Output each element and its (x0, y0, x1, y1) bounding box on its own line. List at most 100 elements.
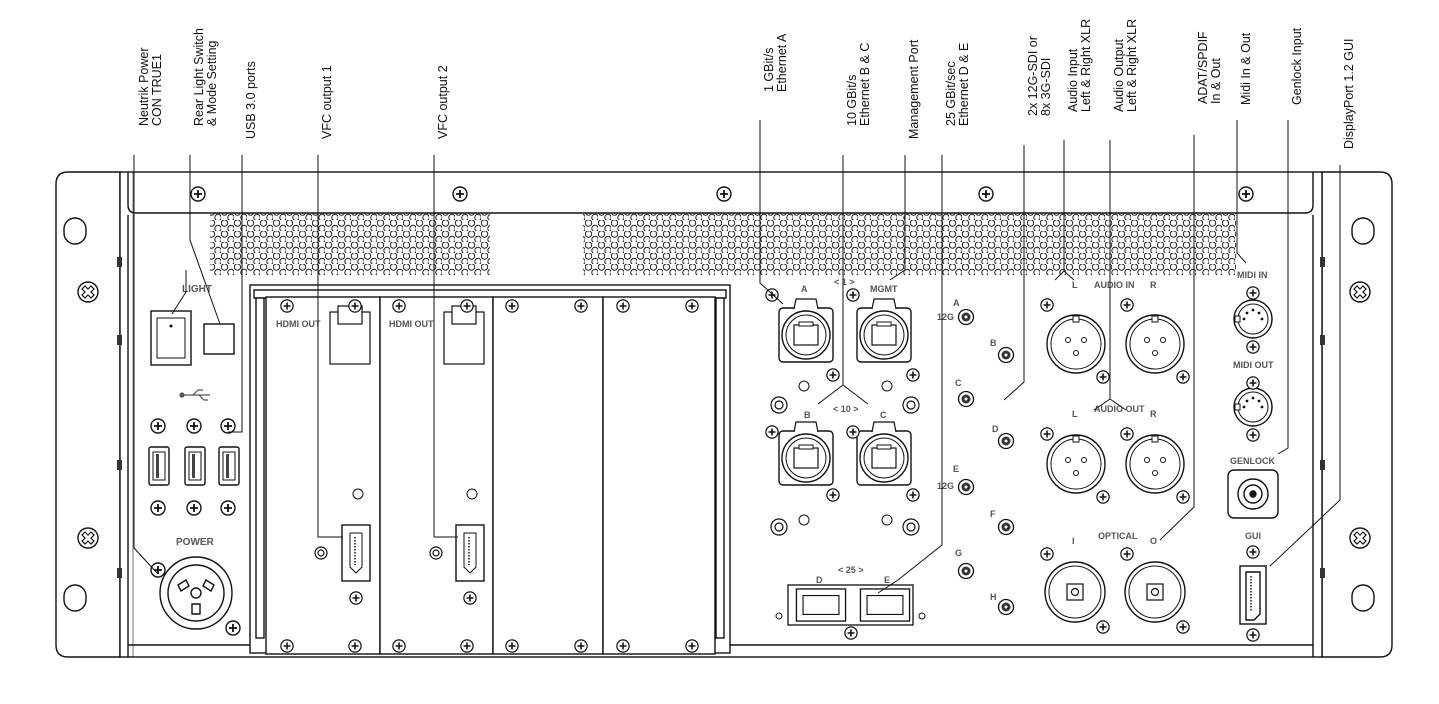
eth-d-label: D (816, 575, 823, 585)
card-screw (348, 639, 362, 653)
card-screw (685, 639, 699, 653)
rack-screw (77, 281, 99, 303)
card-cage (249, 284, 731, 655)
sdi-a-label: A (953, 298, 960, 308)
sfp-port-d[interactable] (795, 588, 847, 622)
card-screw (280, 639, 294, 653)
card-screw (616, 299, 630, 313)
genlock-connector[interactable] (1227, 469, 1279, 519)
sdi-d-connector[interactable] (997, 432, 1015, 450)
port-screw (826, 488, 840, 502)
card-screw (574, 639, 588, 653)
optical-screw (1176, 620, 1190, 634)
usb-screw (150, 418, 166, 434)
sdi-e-connector[interactable] (957, 478, 975, 496)
card-screw (685, 299, 699, 313)
sdi-c-connector[interactable] (957, 390, 975, 408)
hole (775, 612, 783, 620)
speed-25-label: < 25 > (838, 565, 864, 575)
xlr-screw (1176, 490, 1190, 504)
ethernet-c-port[interactable] (856, 421, 912, 486)
port-screw (826, 368, 840, 382)
usb-screw (186, 500, 202, 516)
displayport-connector[interactable] (1239, 565, 1267, 625)
sdi-a-connector[interactable] (957, 308, 975, 326)
hex-nut (770, 396, 920, 536)
card-screw (505, 639, 519, 653)
card-screw (460, 299, 474, 313)
rack-ear-details (63, 217, 1375, 612)
rack-screw (77, 527, 99, 549)
midi-screw (1246, 340, 1260, 354)
card-latch (329, 305, 485, 365)
sdi-a-12g-label: 12G (937, 312, 954, 322)
usb-port-3[interactable] (218, 446, 240, 486)
sdi-f-connector[interactable] (997, 518, 1015, 536)
eth-a-label: A (801, 284, 808, 294)
audio-in-right-xlr[interactable] (1125, 314, 1185, 374)
midi-screw (1246, 286, 1260, 300)
top-screw (452, 186, 468, 202)
port-screw (906, 368, 920, 382)
sdi-h-connector[interactable] (997, 598, 1015, 616)
dp-screw (1246, 628, 1260, 642)
usb-screw (150, 500, 166, 516)
ethernet-a-port[interactable] (778, 298, 834, 363)
hdmi-out-label-1: HDMI OUT (276, 319, 321, 329)
card-screw (505, 299, 519, 313)
power-screw (225, 620, 241, 636)
hdmi-screw (314, 546, 443, 560)
rack-screw (1349, 527, 1371, 549)
mgmt-port[interactable] (856, 298, 912, 363)
optical-out-port[interactable] (1124, 561, 1186, 623)
power-screw (150, 562, 166, 578)
sdi-e-12g-label: 12G (937, 481, 954, 491)
sfp-port-e[interactable] (859, 588, 911, 622)
gui-label: GUI (1245, 531, 1261, 541)
audio-in-left-xlr[interactable] (1046, 314, 1106, 374)
light-label: LIGHT (182, 284, 212, 295)
card-screw (280, 299, 294, 313)
audio-out-left-xlr[interactable] (1046, 434, 1106, 494)
midi-out-label: MIDI OUT (1233, 360, 1274, 370)
midi-in-label: MIDI IN (1237, 270, 1268, 280)
card-screw (392, 299, 406, 313)
sdi-b-connector[interactable] (997, 346, 1015, 364)
xlr-screw (1040, 427, 1054, 441)
top-screw (978, 186, 994, 202)
xlr-screw (1120, 298, 1134, 312)
sdi-c-label: C (955, 378, 962, 388)
optical-screw (1096, 620, 1110, 634)
card-screw (616, 639, 630, 653)
hdmi-port-2[interactable] (455, 524, 485, 582)
port-screw (846, 425, 860, 439)
midi-out-port[interactable] (1233, 387, 1273, 427)
audio-out-right-xlr[interactable] (1125, 434, 1185, 494)
midi-screw (1246, 428, 1260, 442)
ethernet-b-port[interactable] (778, 421, 834, 486)
usb-screw (220, 500, 236, 516)
audio-in-l-label: L (1072, 280, 1078, 290)
audio-out-label: AUDIO OUT (1094, 404, 1145, 414)
usb-screw (220, 418, 236, 434)
mode-button[interactable] (203, 323, 235, 355)
vent-grille (210, 213, 490, 275)
sdi-d-label: D (992, 424, 999, 434)
optical-i-label: I (1072, 536, 1075, 546)
optical-in-port[interactable] (1044, 561, 1106, 623)
usb-port-2[interactable] (184, 446, 206, 486)
sdi-g-connector[interactable] (957, 562, 975, 580)
sdi-b-label: B (990, 338, 997, 348)
usb-port-1[interactable] (148, 446, 170, 486)
port-screw (846, 288, 860, 302)
hdmi-port-1[interactable] (341, 524, 371, 582)
port-led (798, 380, 893, 526)
midi-in-port[interactable] (1233, 299, 1273, 339)
optical-o-label: O (1150, 536, 1157, 546)
light-switch[interactable] (150, 310, 192, 366)
rack-screw (1349, 281, 1371, 303)
xlr-screw (1176, 370, 1190, 384)
power-connector[interactable] (159, 556, 233, 630)
xlr-screw (1096, 370, 1110, 384)
port-screw (906, 488, 920, 502)
